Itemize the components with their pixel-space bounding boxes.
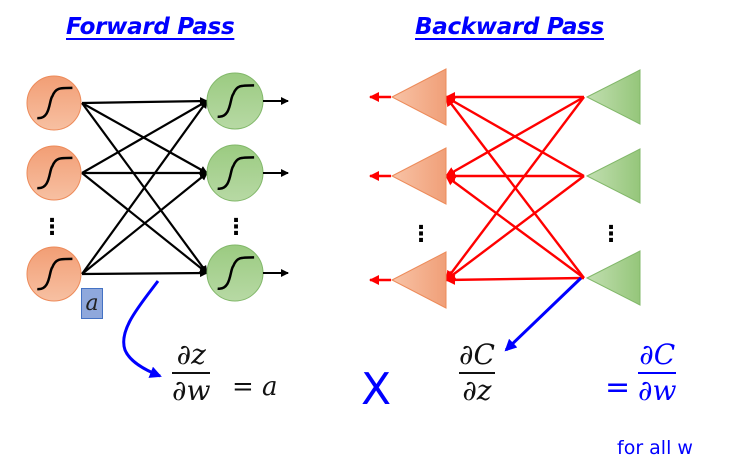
backward-edge [445, 175, 585, 279]
equals-a: = a [232, 372, 278, 402]
fraction-bar [459, 372, 495, 374]
neuron-circle [206, 144, 264, 202]
backward-edge [445, 95, 585, 178]
output-neuron [206, 244, 289, 302]
sigmoid-icon [217, 156, 255, 190]
for-all-w-note: for all w [617, 437, 693, 459]
result-equals: = [605, 370, 631, 405]
ellipsis-forward-left: ⋮ [41, 215, 63, 240]
backward-output-node [585, 69, 641, 125]
forward-pass-title: Forward Pass [66, 14, 235, 40]
forward-edge [81, 100, 208, 174]
backward-edge [445, 96, 585, 279]
sigmoid-icon [217, 256, 255, 290]
backward-input-node [369, 251, 447, 309]
sigmoid-icon [37, 156, 73, 190]
fraction-bar [172, 372, 211, 374]
input-neuron [26, 246, 82, 302]
input-neuron [26, 75, 82, 131]
ellipsis-group: ⋮ ⋮ ⋮ ⋮ [41, 215, 622, 247]
fraction-dz-dw: ∂z ∂w [172, 338, 211, 407]
backward-input-node [369, 68, 447, 126]
neuron-circle [206, 72, 264, 130]
neuron-circle [26, 75, 82, 131]
ellipsis-backward-left: ⋮ [410, 222, 432, 247]
forward-edge [81, 100, 208, 275]
neuron-circle [206, 244, 264, 302]
backward-nodes [369, 68, 641, 309]
neuron-circle [26, 246, 82, 302]
forward-edge [81, 269, 208, 278]
neuron-circle [26, 145, 82, 201]
pointer-arrow-forward [122, 280, 162, 378]
ellipsis-forward-right: ⋮ [225, 215, 247, 240]
fraction-numerator: ∂C [459, 338, 495, 371]
forward-nodes [26, 72, 289, 302]
triangle-node [390, 147, 447, 205]
output-neuron [206, 144, 289, 202]
sigmoid-icon [37, 86, 73, 120]
sigmoid-icon [37, 257, 73, 291]
activation-label: a [85, 291, 99, 316]
ellipsis-backward-right: ⋮ [600, 222, 622, 247]
backward-output-node [585, 250, 641, 306]
fraction-numerator: ∂C [639, 338, 676, 371]
fraction-denominator: ∂z [462, 374, 492, 407]
sigmoid-icon [217, 84, 255, 118]
pointer-arrows [122, 276, 583, 378]
fraction-bar [638, 372, 677, 374]
output-neuron [206, 72, 289, 130]
pointer-arrow-backward [504, 276, 583, 352]
fraction-dC-dw: ∂C ∂w [638, 338, 677, 407]
fraction-dC-dz: ∂C ∂z [459, 340, 495, 406]
backward-input-node [369, 147, 447, 205]
forward-edge [81, 172, 208, 275]
input-neuron [26, 145, 82, 201]
fraction-denominator: ∂w [638, 374, 677, 407]
backward-output-node [585, 148, 641, 204]
fraction-numerator: ∂z [176, 338, 206, 371]
triangle-node [390, 251, 447, 309]
triangle-node [585, 69, 641, 125]
fraction-denominator: ∂w [172, 374, 211, 407]
backward-edge [445, 274, 585, 285]
triangle-node [390, 68, 447, 126]
triangle-node [585, 148, 641, 204]
forward-edge [81, 97, 208, 106]
activation-label-box: a [81, 288, 103, 319]
multiply-sign: X [361, 364, 392, 415]
forward-edges [81, 97, 208, 278]
triangle-node [585, 250, 641, 306]
backward-pass-title: Backward Pass [415, 14, 604, 40]
backward-edges [445, 92, 585, 285]
